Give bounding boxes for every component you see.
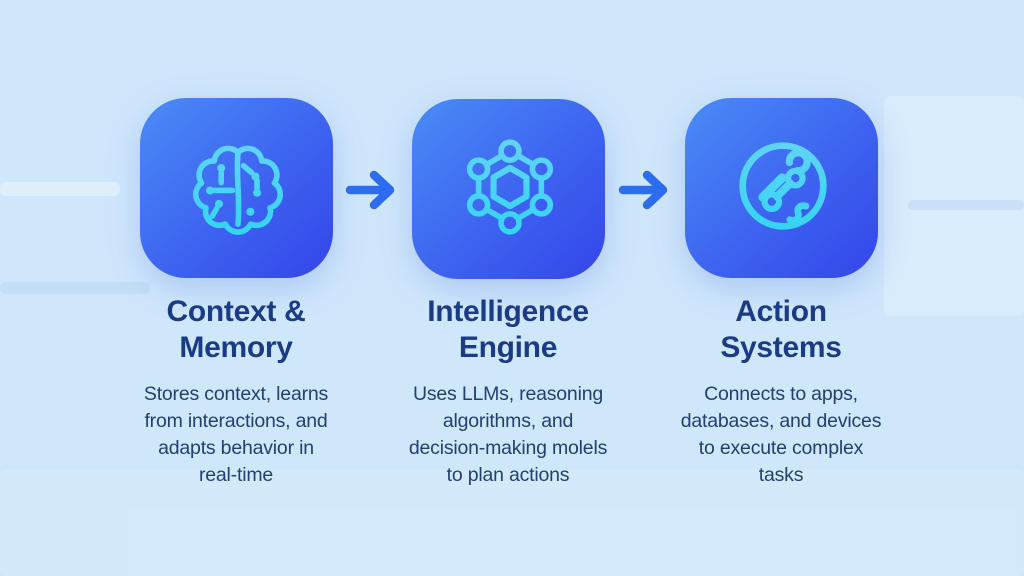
card-intelligence-engine [412, 99, 605, 279]
card-context-memory [140, 98, 333, 278]
tools-icon [685, 98, 878, 278]
title-intelligence-engine: Intelligence Engine [427, 295, 589, 364]
background-streak [884, 96, 1024, 316]
description-intelligence-engine: Uses LLMs, reasoning algorithms, and dec… [408, 383, 608, 486]
card-action-systems [685, 98, 878, 278]
title-context-memory: Context & Memory [166, 295, 306, 364]
right-arrow-icon [344, 167, 404, 213]
brain-circuit-icon [140, 98, 333, 278]
hexagon-network-icon [412, 99, 605, 279]
background-streak [908, 200, 1024, 210]
description-context-memory: Stores context, learns from interactions… [143, 383, 329, 486]
right-arrow-icon [617, 167, 677, 213]
background-streak [0, 182, 120, 196]
description-action-systems: Connects to apps, databases, and devices… [680, 383, 882, 486]
background-streak [0, 282, 150, 294]
title-action-systems: Action Systems [720, 295, 842, 364]
